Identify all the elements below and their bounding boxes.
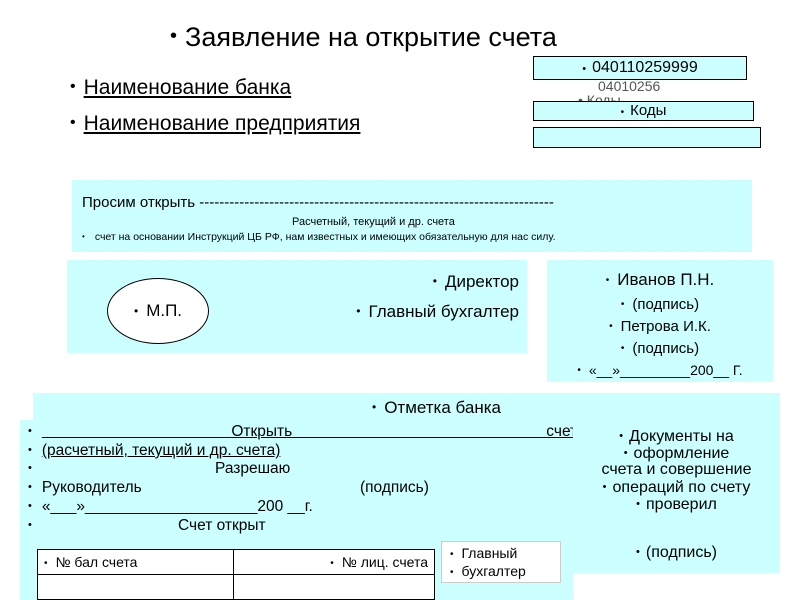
bullet-icon: • bbox=[619, 430, 624, 442]
accountant-signature: •(подпись) bbox=[620, 340, 700, 357]
accountant-name: •Петрова И.К. bbox=[609, 318, 711, 335]
bullet-icon: • bbox=[450, 549, 454, 560]
bullet-icon: • bbox=[133, 304, 139, 318]
table-row bbox=[37, 574, 435, 600]
sign-date: •«__»_________200__ Г. bbox=[577, 362, 743, 378]
bullet-icon: • bbox=[28, 425, 32, 437]
bullet-icon: • bbox=[577, 365, 581, 376]
account-types-line: •(расчетный, текущий и др. счета) bbox=[28, 442, 281, 459]
personal-account-header: •№ лиц. счета bbox=[233, 549, 435, 575]
permit-line: •Разрешаю bbox=[28, 460, 291, 477]
manager-line: •Руководитель(подпись) bbox=[28, 479, 429, 496]
chief-accountant-label: •Главный бухгалтер bbox=[356, 302, 519, 321]
bullet-icon: • bbox=[82, 232, 85, 241]
request-open-text: Просим открыть -------------------------… bbox=[82, 194, 554, 211]
chief-accountant-box: •Главный •бухгалтер bbox=[441, 541, 561, 583]
director-label: •Директор bbox=[432, 272, 519, 291]
bullet-icon: • bbox=[28, 444, 32, 456]
signatures-panel: •М.П. •Директор •Главный бухгалтер bbox=[67, 260, 527, 353]
bullet-icon: • bbox=[578, 92, 583, 108]
docs-line-4: •операций по счету bbox=[602, 479, 751, 496]
docs-line-1: •Документы на bbox=[619, 428, 734, 445]
bank-date-line: •«___»____________________200 __г. bbox=[28, 498, 313, 515]
chief-label-line2: •бухгалтер bbox=[450, 563, 526, 579]
balance-account-header: •№ бал счета bbox=[37, 549, 234, 575]
bullet-icon: • bbox=[636, 546, 640, 558]
bik-code-field[interactable]: •040110259999 bbox=[533, 56, 747, 80]
enterprise-name-label: •Наименование предприятия bbox=[70, 112, 361, 135]
bullet-icon: • bbox=[44, 558, 48, 569]
director-signature: •(подпись) bbox=[620, 296, 700, 313]
codes-field[interactable]: •Коды bbox=[533, 101, 754, 121]
bullet-icon: • bbox=[170, 25, 178, 47]
bullet-icon: • bbox=[602, 481, 607, 493]
bullet-icon: • bbox=[70, 78, 76, 95]
docs-line-3: счета и совершение bbox=[601, 461, 752, 478]
request-panel: Просим открыть -------------------------… bbox=[72, 180, 752, 252]
bullet-icon: • bbox=[450, 567, 454, 578]
request-account-types: Расчетный, текущий и др. счета bbox=[292, 216, 455, 228]
bullet-icon: • bbox=[28, 481, 32, 493]
bullet-icon: • bbox=[432, 274, 437, 288]
bullet-icon: • bbox=[330, 558, 334, 569]
open-account-line: • Открыть счет bbox=[28, 423, 578, 440]
names-panel: •Иванов П.Н. •(подпись) •Петрова И.К. •(… bbox=[547, 260, 773, 382]
account-numbers-table: •№ бал счета •№ лиц. счета bbox=[37, 549, 435, 600]
bullet-icon: • bbox=[605, 275, 610, 286]
chief-label-line1: •Главный bbox=[450, 545, 518, 561]
bullet-icon: • bbox=[70, 114, 76, 131]
bullet-icon: • bbox=[371, 400, 377, 414]
bullet-icon: • bbox=[28, 519, 32, 531]
bullet-icon: • bbox=[620, 107, 625, 118]
bullet-icon: • bbox=[609, 321, 613, 332]
director-name: •Иванов П.Н. bbox=[605, 270, 715, 289]
stamp-circle: •М.П. bbox=[107, 278, 209, 344]
page-title: •Заявление на открытие счета bbox=[170, 22, 557, 52]
bank-name-label: •Наименование банка bbox=[70, 76, 292, 99]
bullet-icon: • bbox=[623, 447, 628, 459]
empty-code-field[interactable] bbox=[533, 127, 761, 148]
balance-account-cell[interactable] bbox=[37, 574, 234, 600]
table-row: •№ бал счета •№ лиц. счета bbox=[37, 549, 435, 575]
bullet-icon: • bbox=[28, 500, 32, 512]
bullet-icon: • bbox=[582, 63, 587, 75]
docs-line-5: •проверил bbox=[636, 496, 717, 513]
bullet-icon: • bbox=[636, 498, 640, 510]
bank-mark-header: •Отметка банка bbox=[33, 393, 780, 421]
docs-line-2: •оформление bbox=[623, 445, 730, 462]
bullet-icon: • bbox=[356, 304, 361, 318]
request-basis-text: •счет на основании Инструкций ЦБ РФ, нам… bbox=[82, 231, 556, 243]
docs-signature: •(подпись) bbox=[636, 544, 717, 561]
ghost-bik-text: 04010256 bbox=[598, 78, 661, 94]
account-opened-line: •Счет открыт bbox=[28, 517, 266, 534]
bullet-icon: • bbox=[28, 462, 32, 474]
personal-account-cell[interactable] bbox=[233, 574, 435, 600]
bullet-icon: • bbox=[620, 299, 625, 310]
documents-panel: •Документы на •оформление счета и соверш… bbox=[573, 421, 780, 573]
bullet-icon: • bbox=[620, 343, 625, 354]
